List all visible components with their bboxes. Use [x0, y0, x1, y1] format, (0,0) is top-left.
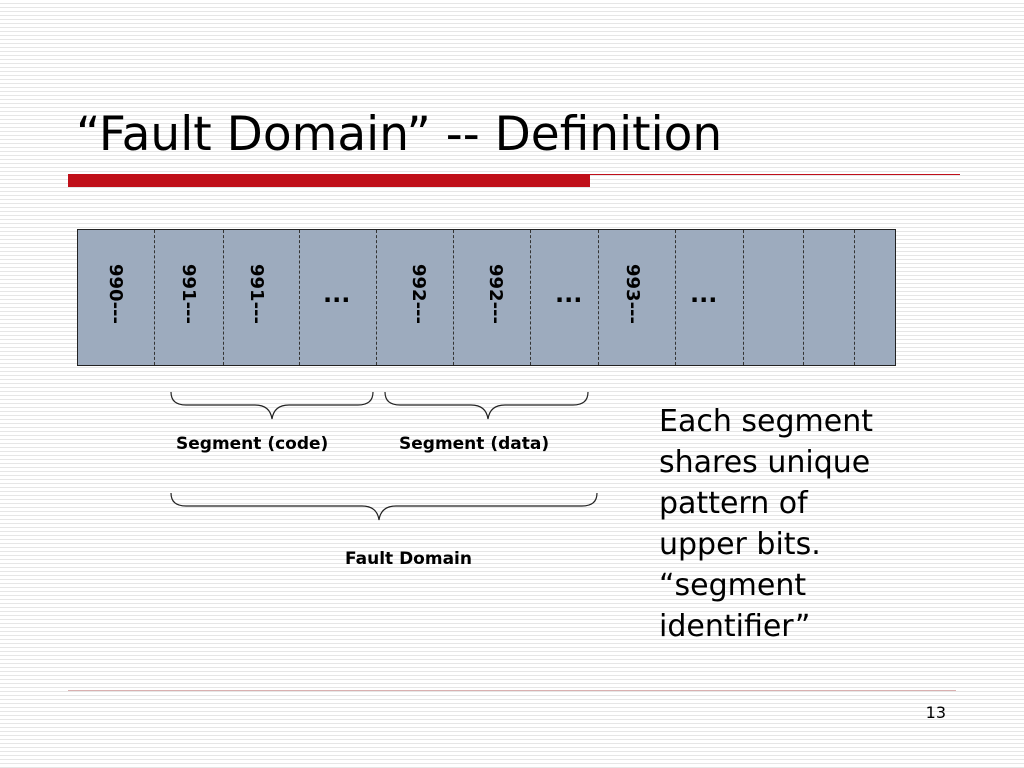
cell-divider [299, 230, 300, 365]
memory-cell-label: 992--- [485, 264, 506, 324]
side-note: Each segment shares unique pattern of up… [659, 401, 959, 647]
side-note-line: “segment [659, 568, 807, 603]
title-rule-accent [68, 174, 590, 187]
code-segment-brace [170, 391, 374, 420]
cell-divider [154, 230, 155, 365]
footer-rule [68, 690, 956, 691]
slide-title: “Fault Domain” -- Definition [76, 107, 723, 162]
memory-cell-ellipsis: ... [690, 280, 718, 308]
cell-divider [803, 230, 804, 365]
memory-cell-ellipsis: ... [323, 280, 351, 308]
cell-divider [376, 230, 377, 365]
cell-divider [223, 230, 224, 365]
side-note-line: Each segment [659, 404, 873, 439]
memory-cell-label: 992--- [408, 264, 429, 324]
memory-cell-label: 993--- [622, 264, 643, 324]
code-segment-label: Segment (code) [176, 434, 329, 454]
cell-divider [530, 230, 531, 365]
cell-divider [854, 230, 855, 365]
memory-cell-label: 990--- [105, 264, 126, 324]
memory-cell-label: 991--- [178, 264, 199, 324]
data-segment-label: Segment (data) [399, 434, 550, 454]
side-note-line: shares unique [659, 445, 871, 480]
side-note-line: pattern of [659, 486, 808, 521]
page-number: 13 [925, 703, 946, 722]
memory-cell-label: 991--- [246, 264, 267, 324]
fault-domain-brace [170, 492, 598, 521]
cell-divider [453, 230, 454, 365]
side-note-line: identifier” [659, 609, 811, 644]
data-segment-brace [384, 391, 589, 420]
memory-strip: 990--- 991--- 991--- ... 992--- 992--- .… [77, 229, 896, 366]
fault-domain-label: Fault Domain [345, 549, 472, 569]
side-note-line: upper bits. [659, 527, 821, 562]
cell-divider [675, 230, 676, 365]
cell-divider [598, 230, 599, 365]
cell-divider [743, 230, 744, 365]
memory-cell-ellipsis: ... [555, 280, 583, 308]
